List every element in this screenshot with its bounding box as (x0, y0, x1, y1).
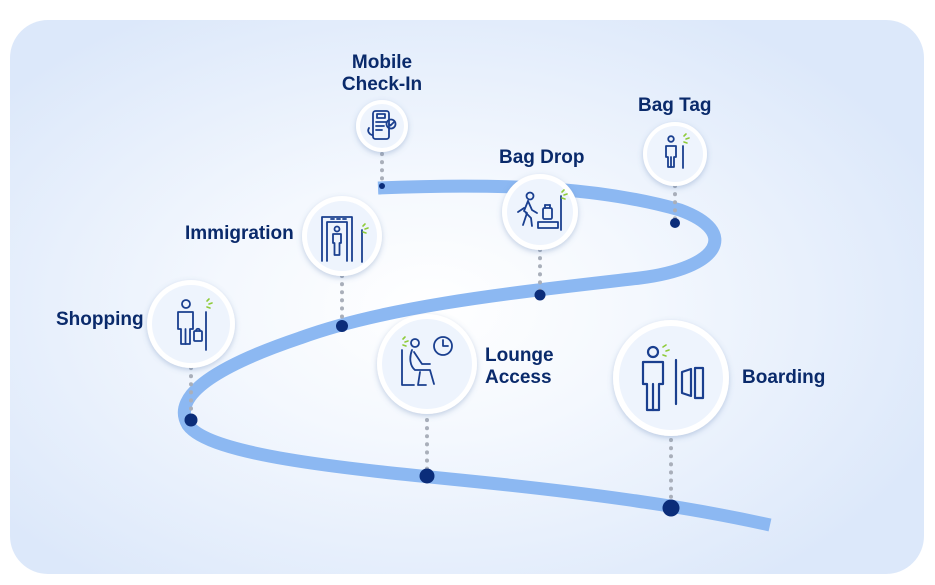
label-lounge-access-line2: Access (485, 367, 552, 388)
label-boarding: Boarding (742, 367, 826, 388)
label-shopping: Shopping (56, 309, 144, 330)
path-dot-lounge-access (419, 468, 435, 484)
phone-checkmark-icon (367, 110, 397, 140)
label-bag-drop: Bag Drop (499, 147, 585, 168)
lounge-seat-clock-icon (401, 336, 453, 386)
label-bag-tag: Bag Tag (638, 95, 712, 116)
label-mobile-check-in-line1: Mobile (351, 52, 413, 73)
path-dot-mobile-check-in (379, 183, 385, 189)
path-dot-bag-tag (670, 218, 680, 228)
traveler-icon (665, 135, 684, 169)
shopper-icon (177, 299, 207, 351)
path-dot-shopping (184, 413, 198, 427)
path-dot-bag-drop (534, 289, 546, 301)
label-lounge-access: Lounge Access (485, 345, 554, 389)
label-immigration: Immigration (185, 223, 294, 244)
boarding-gate-icon (641, 345, 705, 412)
label-lounge-access-line1: Lounge (485, 345, 554, 366)
security-gate-icon (321, 216, 363, 263)
label-mobile-check-in-line2: Check-In (341, 74, 423, 95)
bag-drop-icon (517, 191, 562, 231)
label-mobile-check-in: Mobile Check-In (336, 52, 428, 96)
path-dot-immigration (336, 320, 348, 332)
path-dot-boarding (662, 499, 680, 517)
